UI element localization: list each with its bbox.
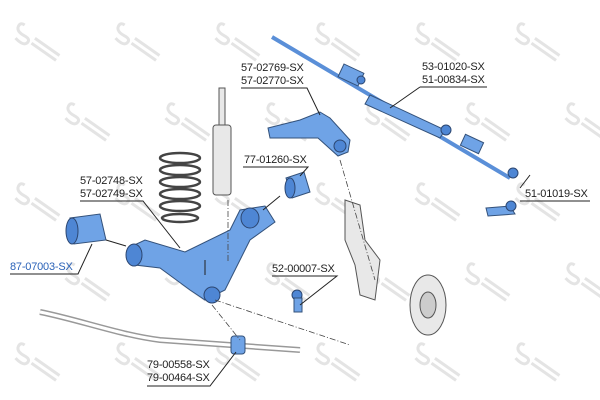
watermark-logo	[414, 22, 461, 62]
watermark-logo	[314, 22, 361, 62]
stabilizer-bushing	[230, 335, 246, 355]
label-upper-arm-2: 57-02770-SX	[241, 75, 304, 87]
watermark-logo	[64, 262, 111, 302]
watermark-logo	[514, 22, 561, 62]
label-stabilizer-bushing-1: 79-00558-SX	[147, 359, 210, 371]
watermark-logo	[564, 262, 600, 302]
watermark-logo	[14, 22, 61, 62]
watermark-layer	[14, 22, 600, 382]
watermark-logo	[14, 342, 61, 382]
watermark-logo	[114, 22, 161, 62]
tie-rod-assembly	[270, 35, 519, 180]
watermark-logo	[464, 102, 511, 142]
label-tie-rod-2: 51-00834-SX	[422, 74, 485, 86]
watermark-logo	[514, 342, 561, 382]
label-tie-rod-1: 53-01020-SX	[422, 61, 485, 73]
watermark-logo	[214, 22, 261, 62]
watermark-logo	[464, 262, 511, 302]
watermark-logo	[114, 342, 161, 382]
coil-spring	[158, 151, 202, 224]
label-tie-rod-end: 51-01019-SX	[525, 188, 588, 200]
watermark-logo	[14, 182, 61, 222]
label-ball-joint: 52-00007-SX	[272, 263, 335, 275]
label-lower-arm-1: 57-02748-SX	[80, 175, 143, 187]
lower-control-arm	[127, 205, 276, 301]
watermark-logo	[164, 102, 211, 142]
label-lower-bushing: 87-07003-SX	[10, 261, 73, 273]
steering-knuckle	[344, 199, 381, 301]
watermark-logo	[314, 342, 361, 382]
stabilizer-bar	[39, 309, 301, 353]
shock-rod	[218, 87, 226, 129]
label-stabilizer-bushing-2: 79-00464-SX	[147, 372, 210, 384]
label-upper-bushing: 77-01260-SX	[244, 154, 307, 166]
shock-absorber	[212, 124, 232, 196]
watermark-logo	[64, 102, 111, 142]
watermark-logo	[564, 102, 600, 142]
watermark-logo	[414, 182, 461, 222]
watermark-logo	[414, 342, 461, 382]
label-lower-arm-2: 57-02749-SX	[80, 188, 143, 200]
upper-control-arm	[267, 111, 351, 157]
label-upper-arm-1: 57-02769-SX	[241, 62, 304, 74]
